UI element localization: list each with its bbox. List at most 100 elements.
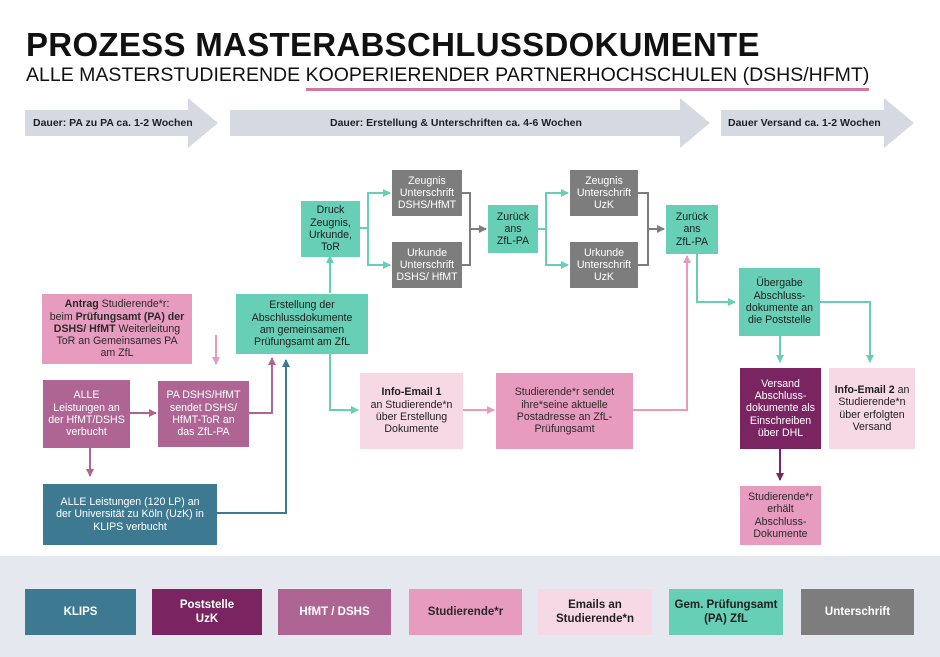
node-text: ALLE [73, 389, 100, 402]
node-text: HfMT-ToR an [172, 414, 235, 426]
node-text: Zurück [496, 210, 530, 223]
node-text: Druck [316, 204, 345, 217]
node-text: Erstellung der [269, 299, 335, 312]
node-antrag: Antrag Studierende*r: beim Prüfungsamt (… [42, 294, 192, 364]
node-text: Studierende*n [838, 396, 906, 409]
antrag-l2-pre: beim [49, 310, 76, 323]
node-text: UzK [593, 199, 614, 212]
node-text: Urkunde [583, 246, 625, 259]
legend-klips: KLIPS [25, 589, 136, 635]
node-zeugnis-unterschrift-uzk: Zeugnis Unterschrift UzK [570, 170, 638, 216]
node-text: Zeugnis [585, 174, 623, 187]
node-versand-dhl: Versand Abschluss- dokumente als Einschr… [740, 368, 821, 449]
legend-text: (PA) ZfL [704, 613, 748, 625]
node-text: über Erstellung [375, 411, 448, 423]
node-alle-leistungen-klips: ALLE Leistungen (120 LP) an der Universi… [43, 484, 217, 545]
node-text: Abschluss- [754, 515, 807, 528]
legend-studierende: Studierende*r [409, 589, 522, 635]
antrag-l3-bold: DSHS/ HfMT [53, 322, 116, 335]
info-email-2-title: Info-Email 2 [834, 383, 895, 396]
legend-text: UzK [195, 613, 219, 625]
node-text: am gemeinsamen [259, 324, 345, 336]
legend-unterschrift: Unterschrift [801, 589, 914, 635]
node-text: Einschreiben [749, 414, 812, 427]
node-text: Versand [852, 420, 892, 433]
node-text: der HfMT/DSHS [48, 414, 125, 426]
node-text: der Universität zu Köln (UzK) in [56, 508, 204, 521]
node-druck: Druck Zeugnis, Urkunde, ToR [301, 201, 360, 257]
antrag-l1-rest: Studierende*r: [98, 298, 170, 311]
subtitle-part-1: ALLE MASTERSTUDIERENDE [26, 64, 306, 86]
node-zurueck-zfl-pa-2: Zurück ans ZfL-PA [666, 205, 718, 254]
node-text: das ZfL-PA [177, 426, 230, 439]
phase-label-1: Dauer: PA zu PA ca. 1-2 Wochen [33, 117, 193, 129]
node-text: UzK [593, 271, 614, 284]
node-text: Zurück [675, 211, 709, 224]
node-text: ans [504, 222, 522, 235]
node-text: Unterschrift [576, 186, 632, 199]
legend-text: Poststelle [179, 599, 235, 611]
node-text: Urkunde [406, 246, 448, 259]
node-text: Prüfungsamt [534, 423, 595, 436]
node-info-email-1: Info-Email 1 an Studierende*n über Erste… [360, 373, 463, 449]
node-studierende-erhaelt: Studierende*r erhält Abschluss- Dokument… [740, 486, 821, 545]
legend-text: Emails an [568, 599, 622, 611]
phase-arrow-2 [230, 98, 710, 148]
node-text: sendet DSHS/ [169, 401, 238, 414]
node-text: ToR [321, 241, 340, 254]
node-text: Unterschrift [399, 186, 455, 199]
node-text: ZfL-PA [496, 235, 530, 248]
node-urkunde-unterschrift-dshs: Urkunde Unterschrift DSHS/ HfMT [392, 242, 462, 288]
node-text: Urkunde, [309, 229, 352, 241]
node-erstellung: Erstellung der Abschlussdokumente am gem… [236, 294, 368, 354]
node-text: Übergabe [756, 277, 803, 290]
subtitle-part-2: KOOPERIERENDER PARTNERHOCHSCHULEN (DSHS/… [305, 64, 870, 91]
node-zurueck-zfl-pa-1: Zurück ans ZfL-PA [488, 205, 538, 253]
phase-arrow-1 [25, 98, 218, 148]
node-info-email-2: Info-Email 2 an Studierende*n über erfol… [829, 368, 915, 449]
node-pa-sendet-tor: PA DSHS/HfMT sendet DSHS/ HfMT-ToR an da… [158, 381, 249, 447]
legend-text: Unterschrift [824, 606, 891, 618]
node-text: Unterschrift [576, 258, 632, 271]
page-subtitle: ALLE MASTERSTUDIERENDE KOOPERIERENDER PA… [26, 64, 870, 91]
node-text: Prüfungsamt am ZfL [254, 336, 350, 349]
node-text: über DHL [757, 426, 804, 439]
antrag-l5: am ZfL [100, 347, 134, 360]
node-text: die Poststelle [747, 314, 811, 327]
node-text: ihre*seine aktuelle [521, 398, 608, 411]
node-text: Zeugnis [408, 174, 446, 187]
node-text: KLIPS verbucht [93, 520, 167, 533]
node-text: an [894, 383, 910, 396]
legend-text: HfMT / DSHS [299, 606, 370, 618]
node-text: Dokumente [384, 423, 439, 436]
legend-text: Studierende*r [427, 606, 504, 618]
node-urkunde-unterschrift-uzk: Urkunde Unterschrift UzK [570, 242, 638, 288]
node-text: Unterschrift [399, 258, 455, 271]
node-text: DSHS/ HfMT [396, 271, 458, 284]
node-text: Studierende*r [748, 490, 813, 503]
node-text: erhält [767, 503, 794, 516]
node-text: Studierende*r sendet [514, 386, 615, 399]
node-text: über erfolgten [839, 408, 905, 421]
phase-arrow-3 [721, 98, 914, 148]
node-alle-leistungen-hfmt: ALLE Leistungen an der HfMT/DSHS verbuch… [43, 380, 130, 448]
phase-label-2: Dauer: Erstellung & Unterschriften ca. 4… [330, 117, 582, 129]
node-uebergabe-poststelle: Übergabe Abschluss- dokumente an die Pos… [739, 268, 820, 336]
antrag-l3-rest: Weiterleitung [115, 322, 181, 335]
node-text: Abschluss- [753, 289, 806, 302]
node-text: ZfL-PA [675, 235, 709, 248]
node-text: Versand [761, 377, 800, 390]
info-email-1-title: Info-Email 1 [381, 386, 442, 399]
node-text: dokumente als [746, 402, 815, 415]
node-text: verbucht [66, 426, 107, 439]
node-text: Zeugnis, [310, 216, 351, 229]
node-text: dokumente an [745, 302, 814, 314]
legend-emails: Emails an Studierende*n [538, 589, 652, 635]
node-text: Leistungen an [53, 401, 120, 414]
legend-text: KLIPS [63, 606, 98, 618]
node-text: an Studierende*n [370, 398, 453, 411]
legend-text: Studierende*n [556, 613, 634, 625]
antrag-l2-bold: Prüfungsamt (PA) der [75, 310, 185, 323]
node-zeugnis-unterschrift-dshs: Zeugnis Unterschrift DSHS/HfMT [392, 170, 462, 216]
